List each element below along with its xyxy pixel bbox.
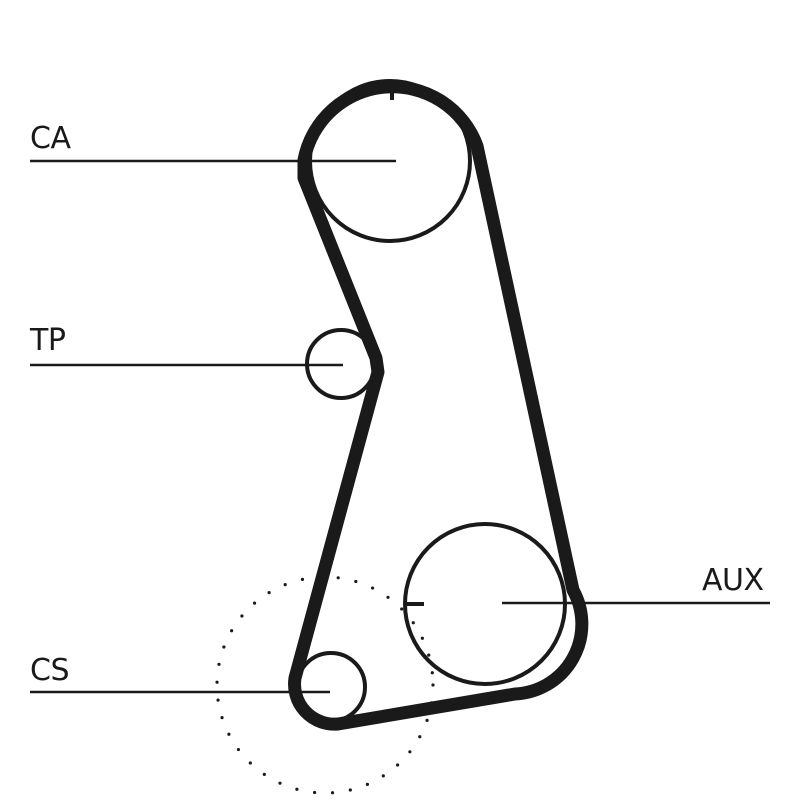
crankshaft-dotted-circle (215, 575, 435, 795)
tensioner-pulley-label: TP (30, 323, 66, 358)
crankshaft-pulley (295, 651, 367, 723)
timing-belt (288, 80, 589, 731)
camshaft-label: CA (30, 121, 71, 156)
auxiliary-label: AUX (702, 563, 764, 598)
crankshaft-label: CS (30, 653, 70, 688)
